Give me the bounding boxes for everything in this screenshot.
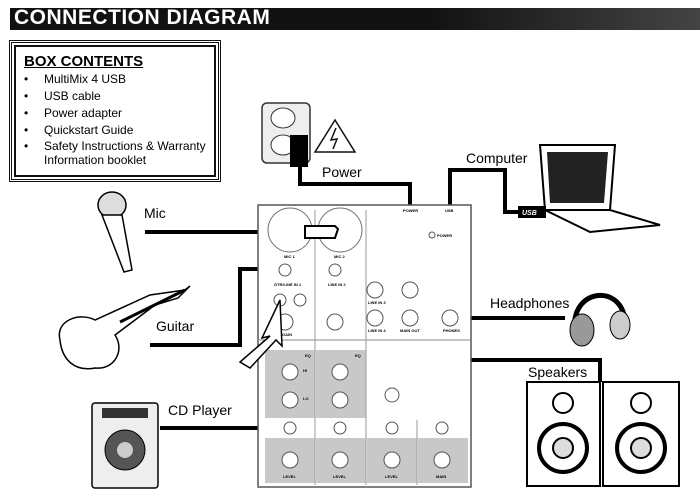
line-in-2-label: LINE IN 2 — [328, 282, 346, 287]
mic-label: Mic — [144, 205, 166, 221]
list-item: USB cable — [22, 88, 212, 105]
laptop-computer-icon: USB — [518, 144, 661, 234]
usb-plug-label: USB — [522, 210, 537, 217]
hi-label: HI — [303, 368, 307, 373]
gtr-line-in-1-label: GTR/LINE IN 1 — [274, 282, 302, 287]
power-jack-label: POWER — [403, 208, 418, 213]
list-item: Power adapter — [22, 105, 212, 122]
arrow-icon — [238, 299, 283, 369]
line-in-4-label: LINE IN 4 — [368, 328, 386, 333]
headphones-label: Headphones — [490, 295, 570, 311]
microphone-icon — [97, 191, 133, 273]
list-item: Quickstart Guide — [22, 122, 212, 139]
main-label: MAIN — [436, 474, 446, 479]
level-label: LEVEL — [283, 474, 296, 479]
power-adapter-icon — [290, 135, 308, 167]
cd-player-icon — [91, 402, 159, 489]
box-contents-title: BOX CONTENTS — [24, 53, 144, 70]
main-out-label: MAIN OUT — [400, 328, 420, 333]
header-bar — [10, 8, 700, 30]
cd-player-label: CD Player — [168, 402, 232, 418]
list-item: MultiMix 4 USB — [22, 71, 212, 88]
lo-label: LO — [303, 396, 309, 401]
mixer-device: POWER USB POWER MIC 1 MIC 2 GTR/LINE IN … — [257, 204, 472, 488]
high-voltage-warning-icon — [313, 118, 357, 153]
level-label: LEVEL — [385, 474, 398, 479]
eq-label: EQ — [305, 353, 311, 358]
level-label: LEVEL — [333, 474, 346, 479]
guitar-icon — [58, 285, 191, 370]
list-item: Safety Instructions & Warranty Informati… — [22, 139, 212, 167]
page-title: CONNECTION DIAGRAM — [14, 6, 271, 29]
eq-label: EQ — [355, 353, 361, 358]
computer-label: Computer — [466, 150, 528, 166]
power-label: Power — [322, 164, 362, 180]
headphones-icon — [569, 292, 631, 347]
speakers-icon — [526, 381, 680, 487]
mic1-label: MIC 1 — [284, 254, 295, 259]
box-contents: BOX CONTENTS MultiMix 4 USB USB cable Po… — [9, 40, 221, 182]
gain-label: GAIN — [282, 332, 292, 337]
phones-label: PHONES — [443, 328, 460, 333]
mic2-label: MIC 2 — [334, 254, 345, 259]
guitar-label: Guitar — [156, 318, 195, 334]
power-led-label: POWER — [437, 233, 452, 238]
speakers-label: Speakers — [528, 364, 588, 380]
line-in-3-label: LINE IN 3 — [368, 300, 386, 305]
usb-jack-label: USB — [445, 208, 454, 213]
